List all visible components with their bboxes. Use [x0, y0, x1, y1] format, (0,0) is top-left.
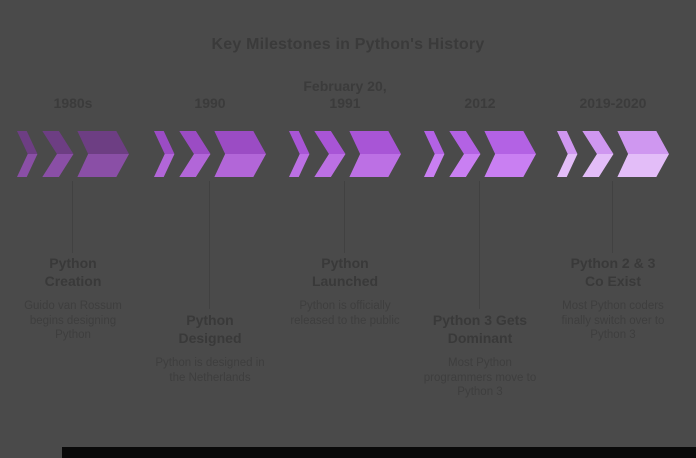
fast-forward-arrows-icon [17, 131, 129, 177]
fast-forward-arrows-icon [424, 131, 536, 177]
arrow-large-icon [617, 131, 669, 177]
connector-stem [344, 181, 345, 253]
chevron-small-icon [557, 131, 578, 177]
era-label: 2012 [464, 95, 496, 112]
milestone-description: Most Python coders finally switch over t… [561, 300, 665, 342]
milestone-description: Python is designed in the Netherlands [155, 357, 265, 384]
connector-stem [479, 181, 480, 309]
milestone-heading: Python Launched [311, 255, 379, 289]
connector-stem [209, 181, 210, 309]
milestone-text: Python Creation Guido van Rossum begins … [8, 255, 138, 343]
milestone-heading: Python Creation [44, 255, 102, 289]
connector-stem [612, 181, 613, 253]
bottom-bar [62, 447, 696, 458]
fast-forward-arrows-icon [289, 131, 401, 177]
milestone-text: Python Launched Python is officially rel… [280, 255, 410, 328]
chevron-small-icon [289, 131, 310, 177]
chevron-small-icon [17, 131, 38, 177]
milestone-text: Python 3 Gets Dominant Most Python progr… [415, 312, 545, 400]
slide-title: Key Milestones in Python's History [211, 36, 485, 53]
chevron-medium-icon [449, 131, 481, 177]
chevron-medium-icon [582, 131, 614, 177]
milestone-text: Python Designed Python is designed in th… [145, 312, 275, 385]
arrow-large-icon [214, 131, 266, 177]
milestone-description: Python is officially released to the pub… [290, 300, 400, 327]
milestone-heading: Python 3 Gets Dominant [432, 312, 528, 346]
milestone-text: Python 2 & 3 Co Exist Most Python coders… [548, 255, 678, 343]
era-label: 2019-2020 [579, 95, 647, 112]
arrow-large-icon [349, 131, 401, 177]
milestone-description: Guido van Rossum begins designing Python [24, 300, 122, 342]
era-label: 1990 [194, 95, 226, 112]
arrow-large-icon [484, 131, 536, 177]
chevron-medium-icon [179, 131, 211, 177]
milestone-heading: Python Designed [178, 312, 242, 346]
era-label: February 20, 1991 [303, 78, 387, 112]
chevron-medium-icon [42, 131, 74, 177]
fast-forward-arrows-icon [154, 131, 266, 177]
chevron-small-icon [424, 131, 445, 177]
arrow-large-icon [77, 131, 129, 177]
chevron-medium-icon [314, 131, 346, 177]
chevron-small-icon [154, 131, 175, 177]
era-label: 1980s [53, 95, 93, 112]
milestone-heading: Python 2 & 3 Co Exist [570, 255, 656, 289]
milestone-description: Most Python programmers move to Python 3 [423, 357, 537, 399]
connector-stem [72, 181, 73, 253]
fast-forward-arrows-icon [557, 131, 669, 177]
